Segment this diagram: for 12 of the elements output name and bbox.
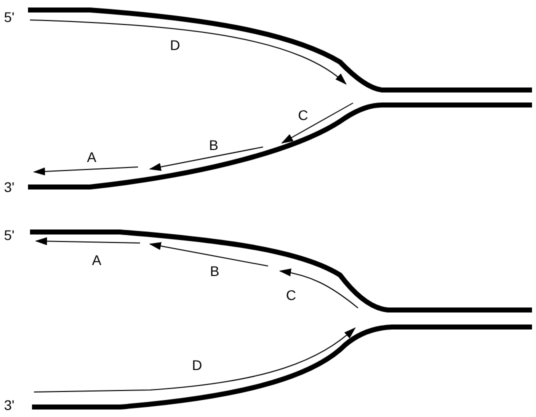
strand-end-label: 3' xyxy=(4,180,14,195)
fragment-label: D xyxy=(192,358,202,373)
strand-end-label: 5' xyxy=(4,10,14,25)
fragment-label: B xyxy=(210,264,220,279)
fragment-label: A xyxy=(87,150,96,165)
fragment-label: C xyxy=(286,288,296,303)
strand-end-label: 5' xyxy=(4,228,14,243)
fragment-label: D xyxy=(170,38,180,53)
strand-end-label: 3' xyxy=(4,398,14,413)
fragment-label: A xyxy=(92,253,102,268)
fragment-label: C xyxy=(298,108,308,123)
fragment-label: B xyxy=(209,138,218,153)
